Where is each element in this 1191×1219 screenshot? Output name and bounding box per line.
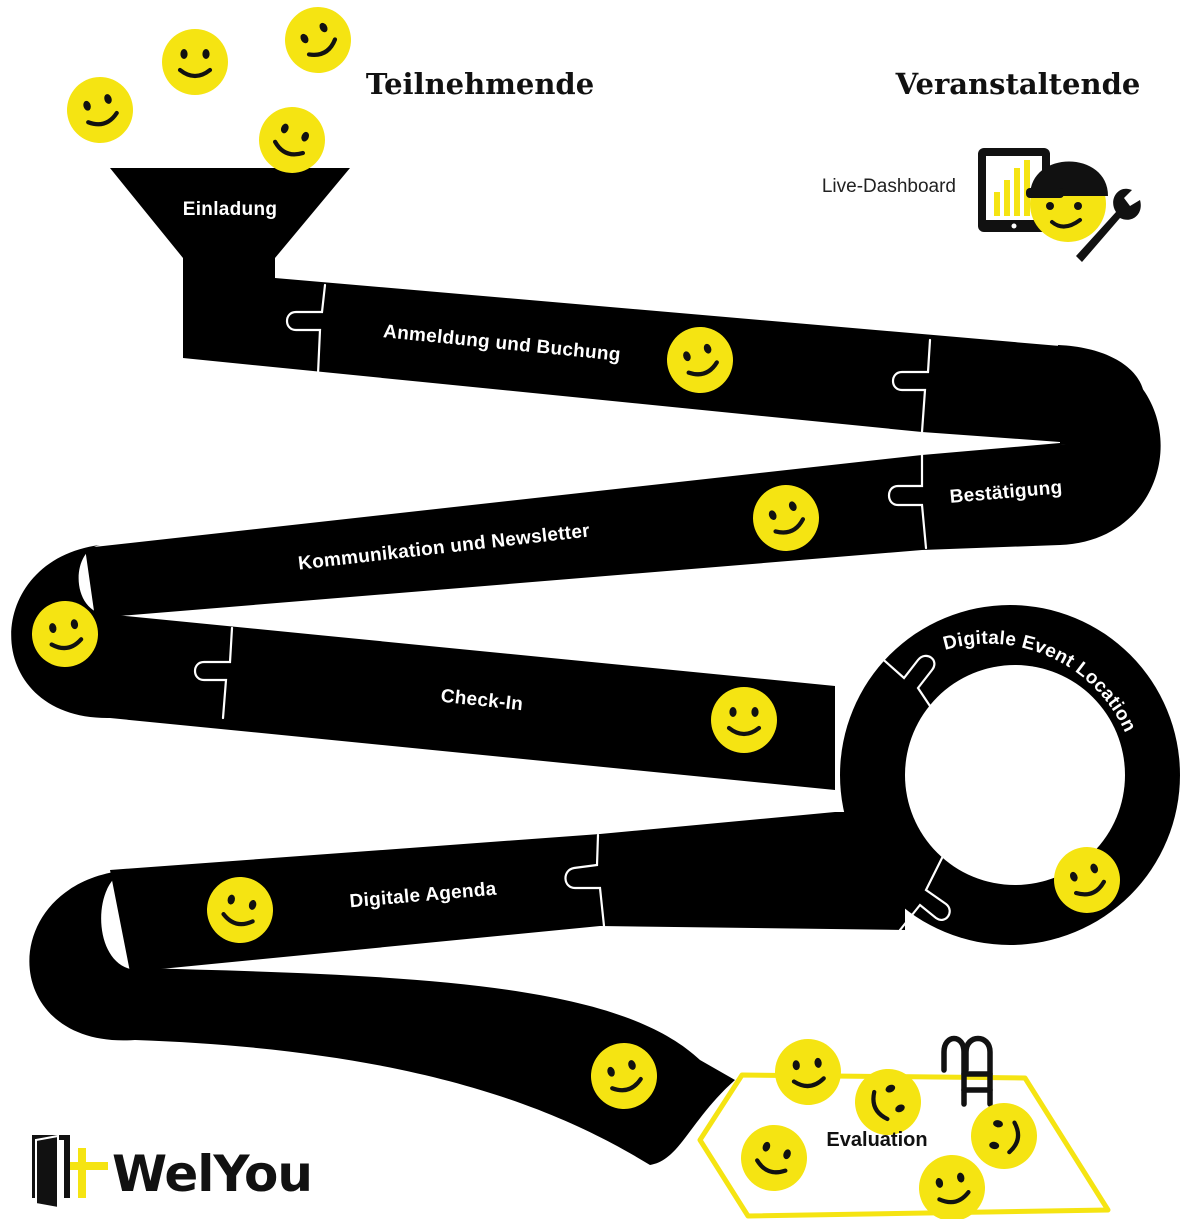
stage-invitation-label: Einladung — [183, 199, 278, 220]
live-dashboard-icon — [978, 148, 1141, 262]
welyou-logo: WelYou — [32, 1135, 312, 1208]
smiley-icon — [966, 1098, 1042, 1174]
smiley-icon — [711, 687, 777, 753]
door-icon — [32, 1135, 108, 1208]
heading-organizers: Veranstaltende — [895, 67, 1141, 101]
dashboard-label: Live-Dashboard — [822, 176, 956, 197]
journey-road — [11, 168, 1180, 1165]
smiley-icon — [162, 29, 228, 95]
brand-name: WelYou — [112, 1145, 312, 1203]
smiley-icon — [273, 0, 363, 85]
heading-participants: Teilnehmende — [366, 67, 594, 101]
stage-evaluation-label: Evaluation — [826, 1129, 927, 1151]
smiley-icon — [732, 1116, 817, 1201]
smiley-icon — [772, 1036, 845, 1109]
pool-ladder-icon — [944, 1039, 990, 1105]
smiley-icon — [58, 68, 141, 151]
